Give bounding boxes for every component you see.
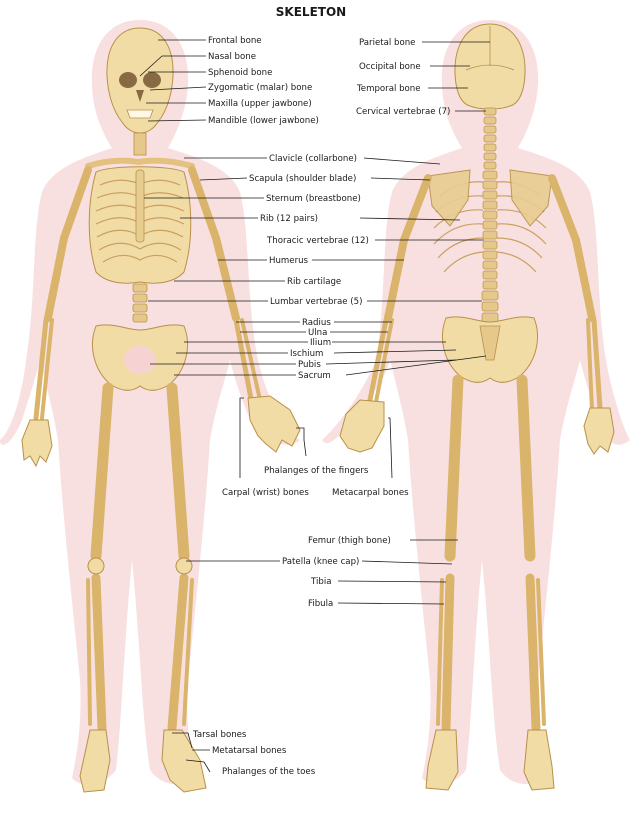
back-spine bbox=[481, 107, 499, 323]
front-foot-right bbox=[161, 729, 207, 793]
back-legs bbox=[436, 374, 546, 733]
labels: Frontal bone Nasal bone Sphenoid bone Zy… bbox=[192, 36, 450, 777]
label-occipital-bone: Occipital bone bbox=[359, 62, 421, 72]
label-scapula: Scapula (shoulder blade) bbox=[249, 174, 356, 184]
back-figure bbox=[322, 20, 630, 791]
label-cervical-vertebrae: Cervical vertebrae (7) bbox=[356, 107, 450, 117]
label-humerus: Humerus bbox=[269, 256, 309, 266]
front-legs bbox=[86, 382, 194, 733]
front-eye-socket-left bbox=[119, 72, 137, 88]
label-metacarpal-bones: Metacarpal bones bbox=[332, 488, 409, 498]
front-arms bbox=[33, 166, 262, 421]
back-skull-sutures bbox=[465, 26, 515, 71]
front-teeth bbox=[126, 109, 154, 119]
label-maxilla: Maxilla (upper jawbone) bbox=[208, 99, 312, 109]
label-frontal-bone: Frontal bone bbox=[208, 36, 262, 46]
front-lumbar-spine bbox=[132, 283, 148, 323]
back-scapula-left bbox=[427, 169, 471, 227]
label-phalanges-toes: Phalanges of the toes bbox=[222, 767, 316, 777]
label-fibula: Fibula bbox=[308, 599, 333, 609]
front-eye-socket-right bbox=[143, 72, 161, 88]
front-pelvic-opening bbox=[124, 346, 156, 374]
label-radius: Radius bbox=[302, 318, 331, 328]
diagram-title: SKELETON bbox=[276, 5, 346, 19]
label-rib-cartilage: Rib cartilage bbox=[287, 277, 341, 287]
front-figure bbox=[0, 20, 301, 793]
front-hand-left bbox=[21, 419, 53, 468]
label-carpal-bones: Carpal (wrist) bones bbox=[222, 488, 309, 498]
label-clavicle: Clavicle (collarbone) bbox=[269, 154, 357, 164]
front-foot-left bbox=[79, 729, 111, 793]
back-body-outline bbox=[322, 20, 630, 785]
label-mandible: Mandible (lower jawbone) bbox=[208, 116, 319, 126]
label-parietal-bone: Parietal bone bbox=[359, 38, 415, 48]
back-hand-right bbox=[583, 407, 615, 455]
label-pubis: Pubis bbox=[298, 360, 321, 370]
back-foot-left bbox=[425, 729, 459, 791]
front-hand-right bbox=[247, 395, 301, 453]
front-neck-vertebrae bbox=[133, 132, 147, 156]
label-lumbar-vertebrae: Lumbar vertebrae (5) bbox=[270, 297, 362, 307]
front-patella-right bbox=[175, 557, 193, 575]
label-thoracic-vertebrae: Thoracic vertebrae (12) bbox=[266, 236, 369, 246]
label-temporal-bone: Temporal bone bbox=[356, 84, 421, 94]
front-nasal-cavity bbox=[136, 90, 144, 102]
label-patella: Patella (knee cap) bbox=[282, 557, 359, 567]
back-hand-left bbox=[339, 399, 385, 453]
label-ulna: Ulna bbox=[308, 328, 327, 338]
label-sphenoid-bone: Sphenoid bone bbox=[208, 68, 272, 78]
label-sternum: Sternum (breastbone) bbox=[266, 194, 361, 204]
label-sacrum: Sacrum bbox=[298, 371, 331, 381]
label-zygomatic-bone: Zygomatic (malar) bone bbox=[208, 83, 312, 93]
front-clavicle bbox=[85, 157, 195, 169]
label-tibia: Tibia bbox=[310, 577, 331, 587]
back-foot-right bbox=[523, 729, 555, 791]
label-nasal-bone: Nasal bone bbox=[208, 52, 256, 62]
back-scapula-right bbox=[509, 169, 553, 227]
label-ischium: Ischium bbox=[290, 349, 323, 359]
front-sternum bbox=[135, 169, 145, 243]
label-femur: Femur (thigh bone) bbox=[308, 536, 391, 546]
back-sacrum bbox=[479, 325, 501, 361]
label-metatarsal-bones: Metatarsal bones bbox=[212, 746, 287, 756]
label-ilium: Ilium bbox=[310, 338, 331, 348]
front-patella-left bbox=[87, 557, 105, 575]
label-rib: Rib (12 pairs) bbox=[260, 214, 318, 224]
label-tarsal-bones: Tarsal bones bbox=[192, 730, 247, 740]
label-phalanges-fingers: Phalanges of the fingers bbox=[264, 466, 369, 476]
leader-lines bbox=[139, 39, 490, 773]
